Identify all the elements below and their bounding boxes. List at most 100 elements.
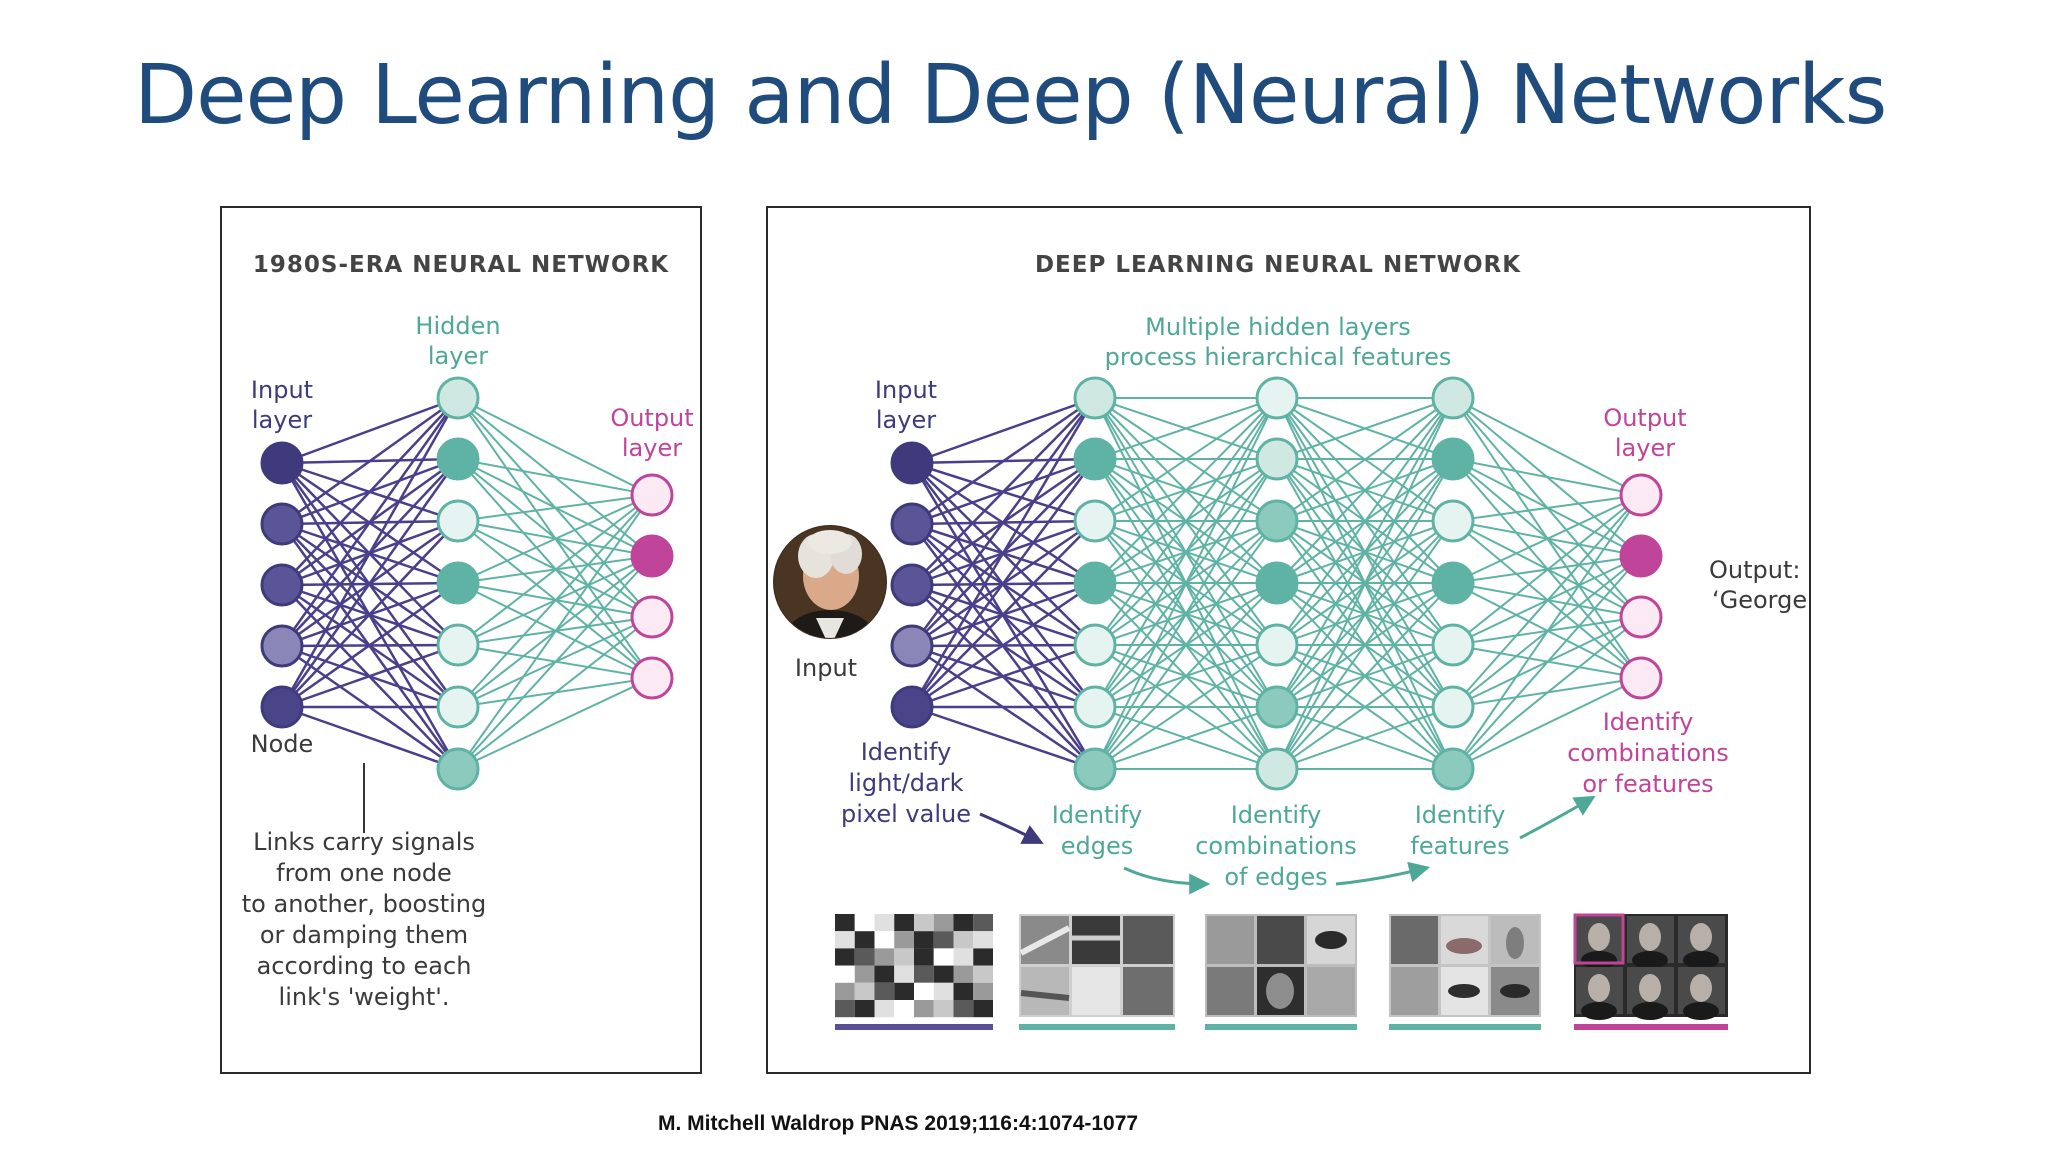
right-hidden2-hidden3-link (1276, 644, 1454, 770)
stage-output-label-3: or features (1582, 770, 1713, 798)
face-shape (1588, 974, 1610, 1002)
left-hidden-node (436, 685, 480, 729)
left-hidden-output-link (457, 677, 653, 770)
left-input-label-1: Input (251, 376, 313, 404)
arrow-pixels-to-edges (979, 812, 1044, 844)
right-hidden3-output-link (1452, 494, 1642, 708)
right-hidden2-node (1255, 437, 1299, 481)
right-output-node (1619, 656, 1663, 700)
right-hidden2-hidden3-link (1276, 397, 1454, 522)
left-input-hidden-link (281, 396, 459, 526)
pixel-cell (973, 948, 993, 966)
right-output-label-2: layer (1615, 434, 1675, 462)
right-input-hidden-link (911, 581, 1096, 709)
right-hidden1-node (1073, 623, 1117, 667)
right-input-hidden-link (910, 458, 1097, 708)
right-hidden2-hidden3-link (1276, 397, 1454, 460)
left-caption-4: or damping them (260, 921, 468, 949)
right-hidden3-node (1431, 561, 1475, 605)
left-heading: 1980S-ERA NEURAL NETWORK (253, 252, 669, 278)
right-output-node (1619, 534, 1663, 578)
left-hidden-node (436, 376, 480, 420)
pixel-cell (914, 982, 934, 1000)
right-hidden1-hidden2-link (1094, 644, 1278, 770)
right-hidden1-node (1073, 685, 1117, 729)
pixel-cell (894, 1000, 914, 1018)
left-input-hidden-link (281, 581, 459, 709)
pixel-cell (914, 1000, 934, 1018)
left-input-hidden-links (280, 396, 460, 771)
pixel-cell (933, 1000, 954, 1018)
diagram-deep-network: DEEP LEARNING NEURAL NETWORK Multiple hi… (773, 252, 1809, 1030)
right-network-nodes (890, 376, 1663, 791)
face-shape (1588, 923, 1610, 951)
left-nodes (260, 376, 674, 791)
left-hidden-label-2: layer (428, 342, 488, 370)
pixel-cell (854, 914, 875, 932)
right-hidden1-hidden2-link (1094, 397, 1278, 460)
thumbnail-edges (1019, 914, 1175, 1030)
pixel-cell (953, 931, 974, 949)
left-input-label-2: layer (252, 406, 312, 434)
pixel-cell (973, 914, 993, 932)
stage-output-label-1: Identify (1603, 708, 1694, 736)
right-input-node (890, 624, 934, 668)
right-hidden2-hidden3-link (1276, 706, 1454, 770)
right-input-hidden-link (911, 396, 1096, 465)
left-hidden-output-link (457, 555, 653, 770)
left-hidden-output-links (457, 397, 653, 770)
left-caption-6: link's 'weight'. (279, 983, 450, 1011)
thumbnail-edge-combinations (1205, 914, 1357, 1030)
arrow-combinations-to-features (1335, 861, 1431, 886)
pixel-cell (953, 948, 974, 966)
pixel-cell (874, 948, 895, 966)
right-hidden3-output-link (1452, 458, 1642, 496)
right-hidden1-hidden2-link (1094, 397, 1278, 646)
pixel-cell (933, 914, 954, 932)
right-hidden2-hidden3-link (1276, 397, 1454, 584)
right-input-hidden-link (911, 396, 1096, 526)
right-hidden3-node (1431, 685, 1475, 729)
left-output-node (630, 534, 674, 578)
left-caption-5: according to each (257, 952, 472, 980)
right-hidden1-node (1073, 376, 1117, 420)
face-shoulders (1683, 1002, 1719, 1020)
stage-edges-label-2: edges (1061, 832, 1134, 860)
pixel-cell (914, 914, 934, 932)
right-hidden2-node (1255, 747, 1299, 791)
left-input-node (260, 563, 304, 607)
right-hidden2-node (1255, 685, 1299, 729)
left-input-node (260, 441, 304, 485)
right-hidden2-hidden3-link (1276, 397, 1454, 646)
left-hidden-node (436, 623, 480, 667)
pixel-cell (933, 965, 954, 983)
citation: M. Mitchell Waldrop PNAS 2019;116:4:1074… (658, 1112, 1139, 1135)
right-hidden3-output-link (1452, 616, 1642, 770)
left-hidden-output-link (457, 397, 653, 496)
right-hidden3-node (1431, 499, 1475, 543)
right-hidden3-output-link (1452, 494, 1642, 770)
right-hidden3-node (1431, 623, 1475, 667)
left-output-label-2: layer (622, 434, 682, 462)
left-caption-2: from one node (276, 859, 452, 887)
pixel-cell (953, 965, 974, 983)
pixel-cell (854, 965, 875, 983)
pixel-cell (894, 931, 914, 949)
left-input-hidden-link (281, 705, 459, 771)
left-output-node (630, 656, 674, 700)
pixel-cell (854, 948, 875, 966)
right-hidden2-hidden3-link (1276, 520, 1454, 770)
left-input-node (260, 624, 304, 668)
panel-1980s-network: 1980S-ERA NEURAL NETWORK Hidden layer In… (220, 206, 702, 1074)
pixel-cell (973, 982, 993, 1000)
stage-combinations-label-2: combinations (1195, 832, 1357, 860)
pixel-cell (854, 982, 875, 1000)
pixel-cell (854, 931, 875, 949)
right-hidden3-node (1431, 747, 1475, 791)
left-input-hidden-link (281, 396, 459, 465)
left-output-node (630, 473, 674, 517)
left-input-hidden-link (281, 397, 459, 586)
right-hidden3-output-link (1452, 494, 1642, 584)
pixel-cell (835, 948, 855, 966)
stage-pixels-label-1: Identify (861, 738, 952, 766)
